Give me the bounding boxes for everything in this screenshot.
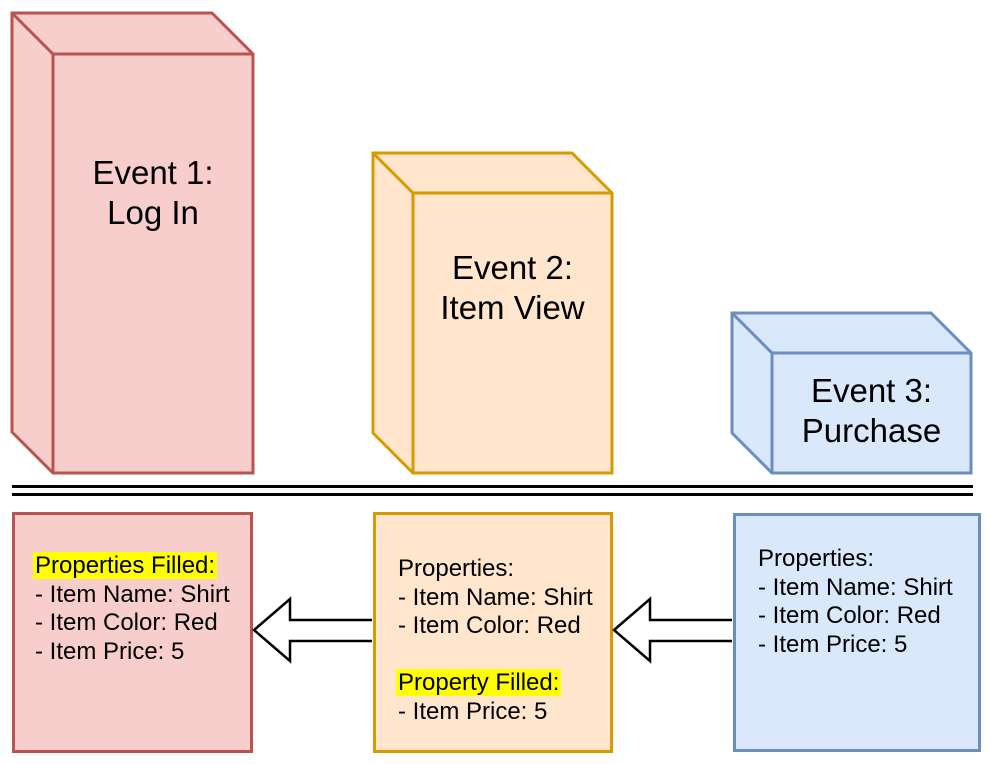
event-1-properties-panel: Properties Filled: - Item Name: Shirt - … (12, 512, 253, 753)
event-3-label: Event 3: Purchase (772, 371, 971, 451)
event-3-properties-panel: Properties: - Item Name: Shirt - Item Co… (733, 513, 981, 752)
event-3-label-line1: Event 3: (810, 372, 933, 409)
property-line: Property Filled: (396, 669, 610, 698)
event-1-cube (10, 11, 255, 475)
event-3-label-line2: Purchase (801, 412, 942, 449)
property-line: - Item Color: Red (758, 602, 941, 629)
event-2-label: Event 2: Item View (413, 248, 612, 328)
property-line: - Item Name: Shirt (758, 573, 953, 601)
event-2-label-line2: Item View (440, 289, 585, 326)
property-line: - Item Name: Shirt (35, 580, 230, 608)
event-1-label-line1: Event 1: (92, 154, 214, 191)
event-2-cube (371, 151, 614, 475)
event-1-label-line2: Log In (107, 194, 199, 231)
left-arrow-shape (612, 596, 732, 664)
event-3-cube (730, 311, 973, 475)
property-line: Properties Filled: (33, 552, 250, 581)
highlighted-text: Properties Filled: (33, 552, 218, 579)
flow-arrow-event2-to-event1-icon (252, 596, 372, 664)
cube-body (10, 11, 255, 475)
event-1-label: Event 1: Log In (53, 153, 253, 233)
event-2-properties-panel: Properties: - Item Name: Shirt - Item Co… (373, 512, 613, 753)
property-line: - Item Color: Red (398, 612, 581, 639)
property-line: - Item Price: 5 (398, 697, 548, 725)
left-arrow-shape (252, 596, 372, 664)
flow-arrow-event3-to-event2-icon (612, 596, 732, 664)
property-line-blank (398, 641, 610, 670)
property-line: - Item Price: 5 (35, 637, 185, 665)
cube-edges (730, 311, 971, 473)
divider-line-bottom (12, 493, 973, 496)
property-line: Properties: (758, 545, 875, 572)
property-line: - Item Name: Shirt (398, 583, 593, 611)
property-line: - Item Color: Red (35, 609, 218, 636)
event-2-label-line1: Event 2: (451, 249, 574, 286)
property-line: - Item Price: 5 (758, 630, 908, 658)
property-line: Properties: (398, 555, 515, 582)
divider-line-top (12, 485, 973, 488)
cube-edges (371, 151, 612, 473)
cube-edges (10, 11, 253, 473)
highlighted-text: Property Filled: (396, 669, 562, 696)
cube-body (371, 151, 614, 475)
